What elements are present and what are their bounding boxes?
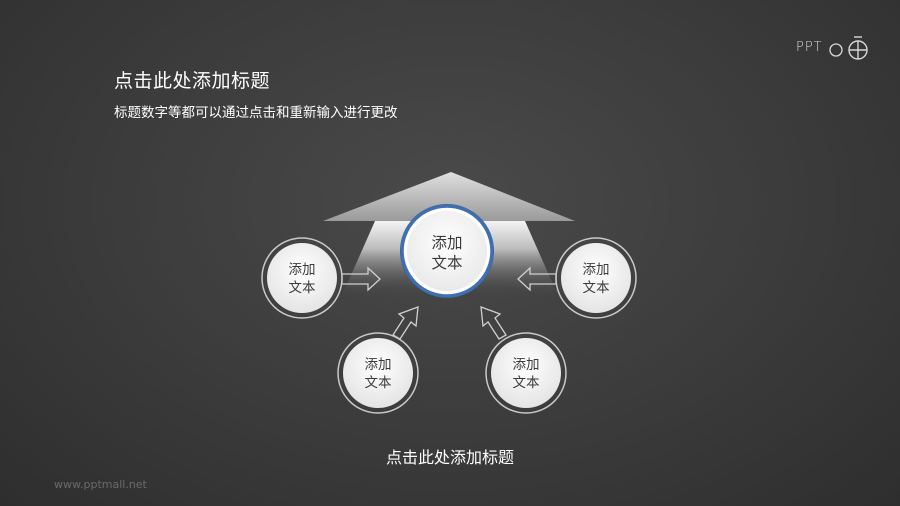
node-bottom-left-label[interactable]: 添加 文本: [348, 356, 408, 392]
node-left-line2: 文本: [288, 280, 316, 296]
stopwatch-icon: [829, 36, 868, 60]
node-right[interactable]: [555, 237, 637, 319]
node-bottom-right[interactable]: [485, 332, 567, 414]
arrow-bottom-left-to-center: [392, 306, 419, 340]
brand-logo: PPT: [796, 34, 870, 62]
node-right-line1: 添加: [582, 262, 610, 278]
footer-url: www.pptmall.net: [54, 478, 147, 491]
node-bottom-left-line1: 添加: [364, 357, 392, 373]
node-bottom-right-line1: 添加: [512, 357, 540, 373]
node-left[interactable]: [261, 237, 343, 319]
center-node-line2: 文本: [431, 254, 463, 272]
arrow-bottom-right-to-center: [480, 306, 507, 340]
arrow-left-to-center: [341, 266, 381, 292]
page-subtitle[interactable]: 标题数字等都可以通过点击和重新输入进行更改: [114, 105, 398, 121]
node-bottom-left[interactable]: [337, 332, 419, 414]
node-right-line2: 文本: [582, 280, 610, 296]
arrow-right-to-center: [517, 266, 557, 292]
logo-text: PPT: [796, 40, 823, 55]
node-left-line1: 添加: [288, 262, 316, 278]
node-bottom-left-line2: 文本: [364, 375, 392, 391]
center-node[interactable]: [400, 204, 494, 298]
diagram-caption[interactable]: 点击此处添加标题: [385, 448, 514, 467]
node-right-label[interactable]: 添加 文本: [566, 261, 626, 297]
page-title[interactable]: 点击此处添加标题: [114, 70, 271, 92]
center-node-line1: 添加: [431, 234, 463, 252]
node-bottom-right-label[interactable]: 添加 文本: [496, 356, 556, 392]
center-node-label[interactable]: 添加 文本: [412, 233, 482, 273]
node-bottom-right-line2: 文本: [512, 375, 540, 391]
node-left-label[interactable]: 添加 文本: [272, 261, 332, 297]
